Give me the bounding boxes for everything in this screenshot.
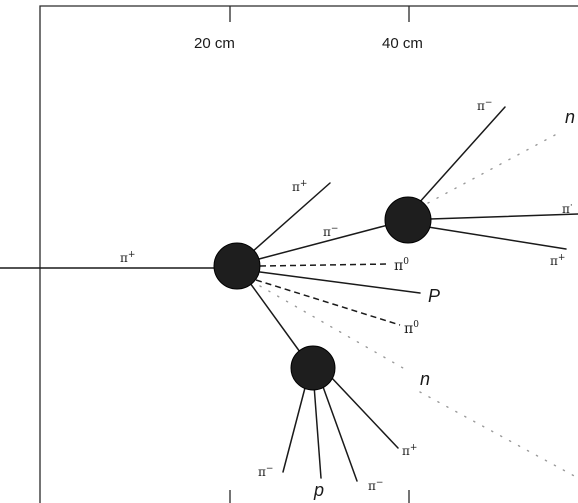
track-neutron-mid [259, 285, 411, 373]
diagram-frame [39, 5, 578, 503]
label-bottom-pi-plus: π+ [402, 443, 417, 458]
track-to-vertex3 [249, 282, 301, 353]
label-right-pi-partial: π· [562, 201, 573, 216]
track-pi-minus-to-vertex2 [258, 224, 389, 260]
label-upper-pi-plus: π+ [292, 179, 307, 194]
label-mid-pi-minus: π− [323, 224, 338, 239]
label-right-pi-plus: π+ [550, 253, 565, 268]
label-pi-zero-lower: π0 [404, 320, 419, 337]
vertex-secondary-upper [384, 196, 432, 244]
label-incoming-pi-plus: π+ [120, 250, 135, 265]
label-bottom-pi-minus-left: π− [258, 464, 273, 479]
track-bottom-neutral [419, 391, 578, 479]
track-bottom-pi-minus-left [282, 383, 307, 473]
particle-tracks [0, 106, 578, 482]
scale-ticks: 20 cm 40 cm [194, 6, 423, 503]
label-neutron-mid: n [420, 369, 430, 389]
track-bottom-proton [313, 384, 322, 479]
track-top-neutron [427, 134, 556, 204]
label-top-pi-minus: π− [477, 98, 492, 113]
track-right-pi-plus [427, 226, 567, 250]
particle-labels: π+ π+ π− π0 P π0 n π− n π· π+ π− p π− π+ [120, 98, 575, 500]
track-right-pi [429, 213, 578, 220]
label-bottom-proton: p [313, 480, 324, 500]
scale-label-20cm: 20 cm [194, 35, 235, 52]
vertex-secondary-lower [290, 345, 336, 391]
track-bottom-pi-plus [329, 375, 399, 449]
track-pi-zero-upper [259, 263, 391, 267]
track-pi-zero-lower [255, 279, 401, 326]
track-top-pi-minus [417, 106, 506, 205]
scale-label-40cm: 40 cm [382, 35, 423, 52]
track-bottom-pi-minus-right [321, 383, 358, 482]
interaction-vertices [213, 196, 432, 391]
label-pi-zero-upper: π0 [394, 257, 409, 274]
label-top-neutron: n [565, 107, 575, 127]
track-upper-pi-plus [251, 182, 331, 253]
vertex-primary [213, 242, 261, 290]
label-bottom-pi-minus-right: π− [368, 478, 383, 493]
track-proton-right [259, 271, 421, 294]
label-proton-right: P [428, 286, 440, 306]
